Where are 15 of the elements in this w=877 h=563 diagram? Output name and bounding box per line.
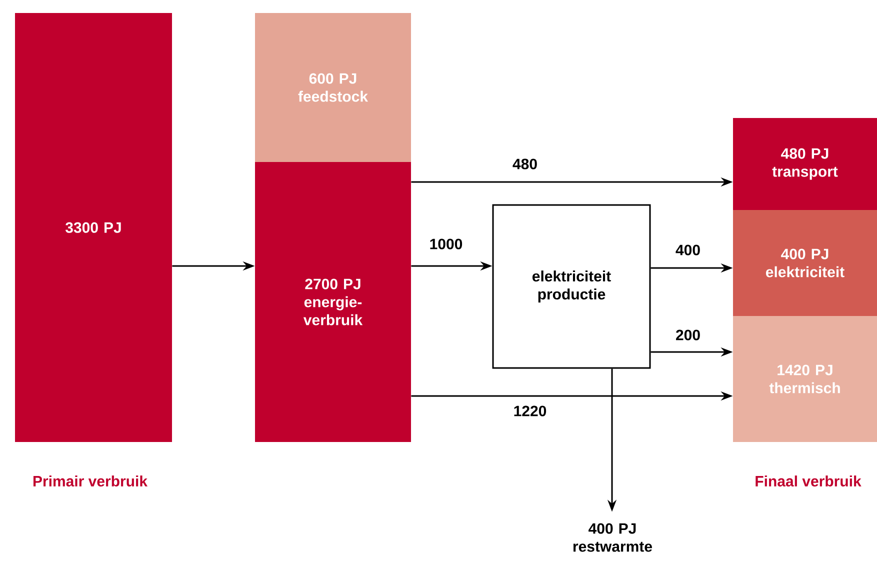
- output-label: 400 PJ restwarmte: [573, 523, 652, 552]
- edge-label: 480: [512, 158, 539, 170]
- edge-label: 400: [674, 244, 702, 256]
- edge-label: 1220: [512, 404, 548, 418]
- edge-label: 200: [674, 328, 702, 342]
- section-label: Finaal verbruik: [756, 476, 862, 486]
- energy-bar: 1420 PJ thermisch: [733, 316, 877, 442]
- energy-bar: 2700 PJ energie-verbruik: [255, 162, 411, 442]
- process-box: elektriciteit productie: [492, 204, 651, 369]
- energy-bar: 3300 PJ: [15, 13, 172, 442]
- energy-bar: 400 PJ elektriciteit: [733, 210, 877, 316]
- energy-bar: 480 PJ transport: [733, 118, 877, 210]
- energy-bar: 600 PJ feedstock: [255, 13, 411, 162]
- section-label: Primair verbruik: [33, 476, 148, 486]
- edge-label: 1000: [428, 238, 464, 250]
